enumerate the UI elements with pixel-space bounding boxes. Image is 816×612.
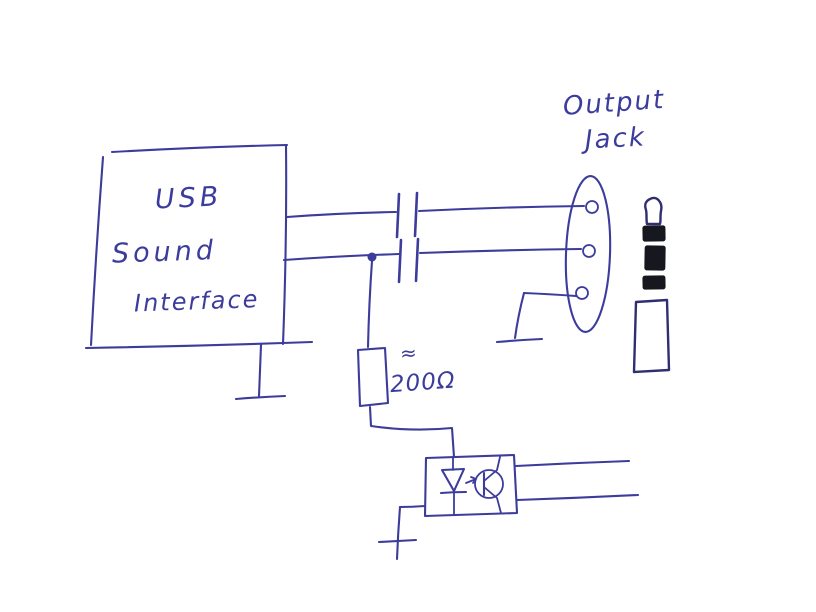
resistor-branch: ≈ 200Ω: [356, 259, 456, 459]
wire-output-bottom: [515, 493, 640, 502]
ground-bar: [377, 538, 418, 544]
box-edge-top: [110, 143, 289, 154]
ground-symbol-jack: [495, 291, 578, 344]
cap-plate-left: [397, 238, 403, 284]
usb-sound-interface-box: USB Sound Interface: [84, 143, 314, 350]
plug-tip: [644, 196, 663, 226]
bottom-channel: [282, 237, 583, 284]
usb-box-label-line3: Interface: [134, 285, 260, 317]
optocoupler: [377, 453, 640, 561]
jack-contact-top: [585, 200, 599, 214]
jack-contact-bottom: [575, 286, 589, 300]
ground-wire-horizontal: [522, 291, 578, 298]
jack-label-line1: Output: [562, 85, 666, 122]
plug-band-2: [644, 245, 666, 271]
ground-symbol-opto: [377, 504, 427, 561]
wire-cap-to-jack-bottom: [418, 247, 583, 255]
capacitor-top-icon: [395, 191, 419, 239]
resistor-value-label: 200Ω: [389, 368, 456, 399]
plug-band-1: [642, 225, 666, 242]
box-edge-bottom: [84, 340, 314, 350]
ground-stub: [257, 343, 263, 398]
junction-dot: [367, 252, 377, 262]
plug-band-3: [642, 275, 666, 290]
wire-output-top: [514, 459, 631, 468]
resistor-approx-label: ≈: [399, 340, 417, 365]
transistor-circle: [474, 469, 504, 499]
ground-bar: [495, 337, 544, 344]
cap-plate-left: [395, 192, 401, 239]
ground-symbol-usb: [234, 343, 287, 401]
ground-wire-horizontal: [398, 504, 427, 509]
wire-box-to-cap-top: [285, 210, 398, 219]
ground-bar: [234, 394, 287, 401]
ground-wire-down: [513, 291, 526, 340]
box-edge-left: [89, 155, 105, 347]
optocoupler-box: [423, 453, 519, 518]
cap-plate-right: [413, 191, 419, 238]
box-edge-right: [281, 143, 288, 346]
wire-cap-to-jack-top: [417, 204, 586, 213]
output-jack: Output Jack: [495, 85, 666, 344]
top-channel: [285, 191, 586, 239]
capacitor-bottom-icon: [397, 237, 420, 284]
resistor-body: [356, 346, 390, 408]
wire-junction-to-resistor: [366, 259, 374, 349]
wire-resistor-to-optocoupler: [368, 405, 456, 459]
jack-contact-middle: [582, 244, 596, 258]
phototransistor-icon: [474, 456, 504, 514]
led-triangle: [440, 467, 466, 493]
jack-body-outline: [564, 174, 612, 334]
led-cathode-bar: [439, 490, 468, 495]
usb-box-label-line2: Sound: [111, 235, 217, 270]
plug-body: [632, 298, 671, 374]
led-icon: [439, 456, 477, 516]
transistor-emitter: [483, 486, 502, 514]
wire-box-to-cap-bottom: [282, 252, 401, 262]
audio-plug-icon: [632, 196, 671, 374]
usb-box-label-line1: USB: [154, 181, 223, 215]
ground-wire-down: [395, 505, 402, 561]
cap-plate-right: [414, 237, 420, 283]
jack-label-line2: Jack: [579, 122, 646, 155]
transistor-collector: [483, 456, 501, 482]
